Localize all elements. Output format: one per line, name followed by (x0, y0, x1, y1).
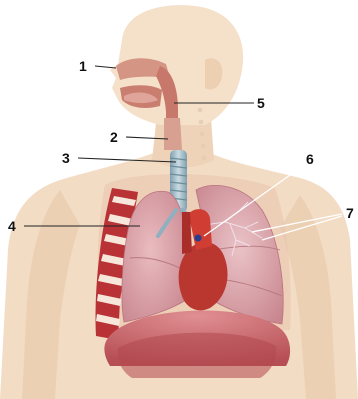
label-7: 7 (346, 205, 354, 221)
spine-dot (200, 132, 205, 137)
abdomen-shadow (118, 333, 277, 378)
label-5: 5 (257, 95, 265, 111)
larynx (164, 118, 182, 150)
label-2: 2 (110, 129, 118, 145)
label-3: 3 (62, 150, 70, 166)
label-1: 1 (79, 58, 87, 74)
spine-dot (198, 108, 203, 113)
pulmonary-vessel (195, 235, 202, 242)
spine-dot (201, 144, 206, 149)
spine-dot (199, 120, 204, 125)
label-4: 4 (8, 218, 16, 234)
label-6: 6 (306, 151, 314, 167)
spine-dot (202, 156, 207, 161)
leader-1 (95, 66, 116, 68)
